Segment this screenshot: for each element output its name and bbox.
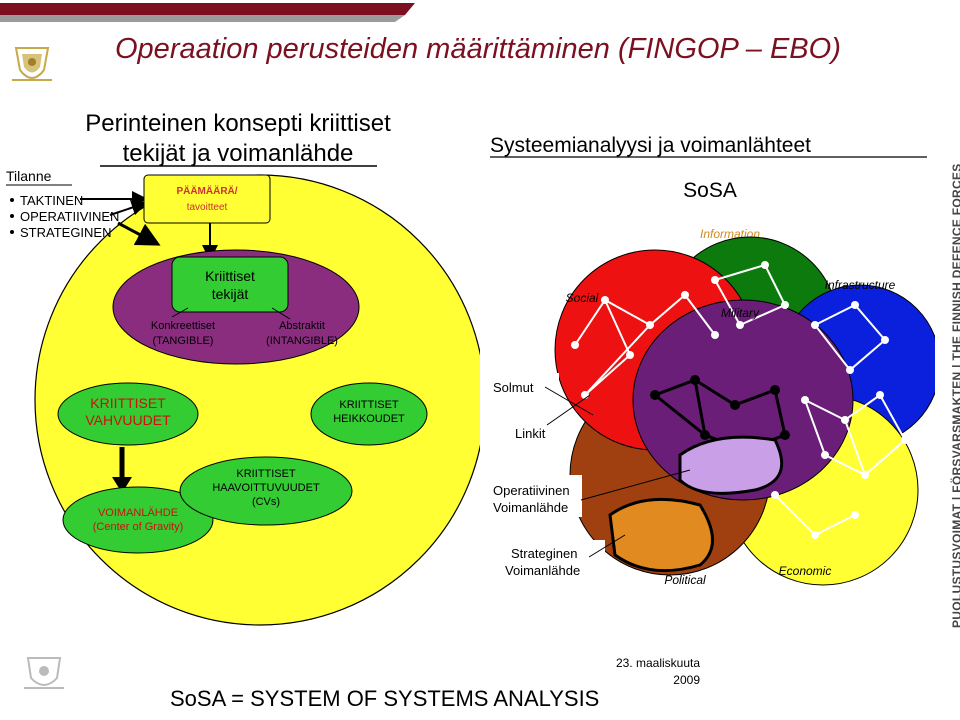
- military-network: [654, 378, 787, 452]
- defence-forces-emblem: [24, 657, 64, 689]
- system-of-systems-diagram: Systeemianalyysi ja voimanlähteet SoSA I…: [487, 134, 935, 587]
- intangible-line2: (INTANGIBLE): [266, 335, 338, 347]
- vulnerabilities-ellipse: [179, 456, 353, 526]
- network-nodes: [571, 261, 909, 539]
- goal-box: [143, 174, 271, 224]
- vuln-line1: KRIITTISET: [236, 468, 296, 480]
- traditional-concept-diagram: Perinteinen konsepti kriittiset tekijät …: [6, 110, 480, 626]
- left-heading-line1: Perinteinen konsepti kriittiset: [85, 110, 391, 137]
- center-of-gravity-ellipse: [62, 486, 214, 554]
- date-line2: 2009: [673, 673, 700, 687]
- left-heading-line2: tekijät ja voimanlähde: [123, 140, 354, 167]
- right-heading: Systeemianalyysi ja voimanlähteet: [490, 134, 811, 157]
- strategic-cog-line2: Voimanlähde: [505, 563, 580, 578]
- weaknesses-line2: HEIKKOUDET: [333, 413, 405, 425]
- strategic-cog-line1: Strateginen: [511, 546, 578, 561]
- strengths-line1: KRIITTISET: [90, 395, 166, 411]
- strengths-line2: VAHVUUDET: [85, 412, 171, 428]
- domain-military-label: Military: [721, 306, 760, 320]
- goal-label-line2: tavoitteet: [187, 202, 228, 213]
- level-strateginen: STRATEGINEN: [20, 225, 112, 240]
- factors-label-line1: Kriittiset: [205, 268, 255, 284]
- strategic-cog-shape: [608, 497, 714, 573]
- cog-line2: (Center of Gravity): [93, 521, 183, 533]
- linkit-label: Linkit: [515, 426, 546, 441]
- operational-cog-line2: Voimanlähde: [493, 500, 568, 515]
- date: 23. maaliskuuta 2009: [612, 655, 700, 689]
- footer-caption: SoSA = SYSTEM OF SYSTEMS ANALYSIS: [170, 686, 600, 711]
- tangible-line2: (TANGIBLE): [153, 335, 214, 347]
- domain-social-label: Social: [566, 291, 599, 305]
- defence-forces-vertical-text: PUOLUSTUSVOIMAT | FÖRSVARSMAKTEN | THE F…: [950, 163, 960, 628]
- date-line1: 23. maaliskuuta: [615, 656, 700, 670]
- operational-cog-line1: Operatiivinen: [493, 483, 570, 498]
- header-stripe: [0, 3, 415, 22]
- level-operatiivinen: OPERATIIVINEN: [20, 209, 119, 224]
- vuln-line2: HAAVOITTUVUUDET: [212, 482, 320, 494]
- goal-label-line1: PÄÄMÄÄRÄ/: [176, 184, 237, 197]
- operational-cog-shape: [678, 435, 784, 495]
- strengths-ellipse: [57, 382, 199, 446]
- level-taktinen: TAKTINEN: [20, 193, 83, 208]
- domain-infrastructure-label: Infrastructure: [825, 278, 896, 292]
- sosa-label: SoSA: [683, 179, 737, 202]
- factors-label-line2: tekijät: [212, 286, 249, 302]
- tilanne-label: Tilanne: [6, 168, 52, 184]
- weaknesses-line1: KRIITTISET: [339, 399, 399, 411]
- tangible-line1: Konkreettiset: [151, 320, 215, 332]
- vuln-line3: (CVs): [252, 496, 280, 508]
- critical-factors-box: [171, 256, 289, 313]
- domain-economic-label: Economic: [779, 564, 832, 578]
- page-title: Operaation perusteiden määrittäminen (FI…: [115, 33, 841, 65]
- domain-political-label: Political: [664, 573, 706, 587]
- defence-forces-logo: [12, 47, 52, 81]
- solmut-label: Solmut: [493, 380, 534, 395]
- weaknesses-ellipse: [310, 382, 428, 446]
- intangible-line1: Abstraktit: [279, 320, 325, 332]
- cog-line1: VOIMANLÄHDE: [98, 507, 178, 519]
